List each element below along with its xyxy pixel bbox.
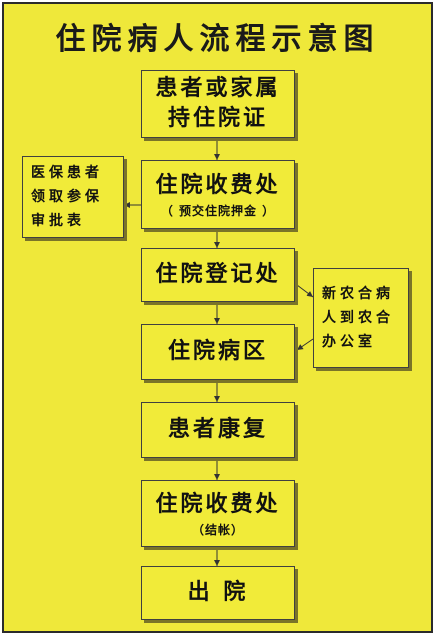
side-left-line-2: 领取参保 [31,189,103,205]
step-2-note: （ 预交住院押金 ） [160,203,276,218]
step-admission-registration: 住院登记处 [141,248,295,302]
step-4-label: 住院病区 [167,339,268,364]
step-7-label: 出 院 [187,580,249,605]
step-patient-recovery: 患者康复 [141,402,295,458]
side-left-line-3: 审批表 [31,213,85,229]
step-discharge: 出 院 [141,566,295,620]
step-patient-or-family: 患者或家属 持住院证 [141,70,295,138]
side-note-medical-insurance: 医保患者 领取参保 审批表 [22,156,124,238]
step-inpatient-ward: 住院病区 [141,324,295,380]
side-note-rural-cooperative: 新农合病 人到农合 办公室 [313,268,409,368]
diagram-title: 住院病人流程示意图 [55,22,380,57]
side-right-line-1: 新农合病 [322,286,394,302]
step-1-line-2: 持住院证 [167,106,268,131]
step-discharge-settlement: 住院收费处 （结帐） [141,480,295,547]
step-admission-cashier: 住院收费处 （ 预交住院押金 ） [141,160,295,229]
step-3-label: 住院登记处 [155,262,281,287]
arrow-to-right-side [296,284,314,298]
side-right-line-3: 办公室 [322,334,376,350]
arrow-from-right-side [296,338,314,351]
step-6-label: 住院收费处 [155,491,281,517]
step-6-note: （结帐） [191,522,244,537]
step-1-line-1: 患者或家属 [155,76,281,101]
step-2-label: 住院收费处 [155,172,281,198]
step-5-label: 患者康复 [167,417,268,442]
side-right-line-2: 人到农合 [322,310,394,326]
side-left-line-1: 医保患者 [31,165,103,181]
